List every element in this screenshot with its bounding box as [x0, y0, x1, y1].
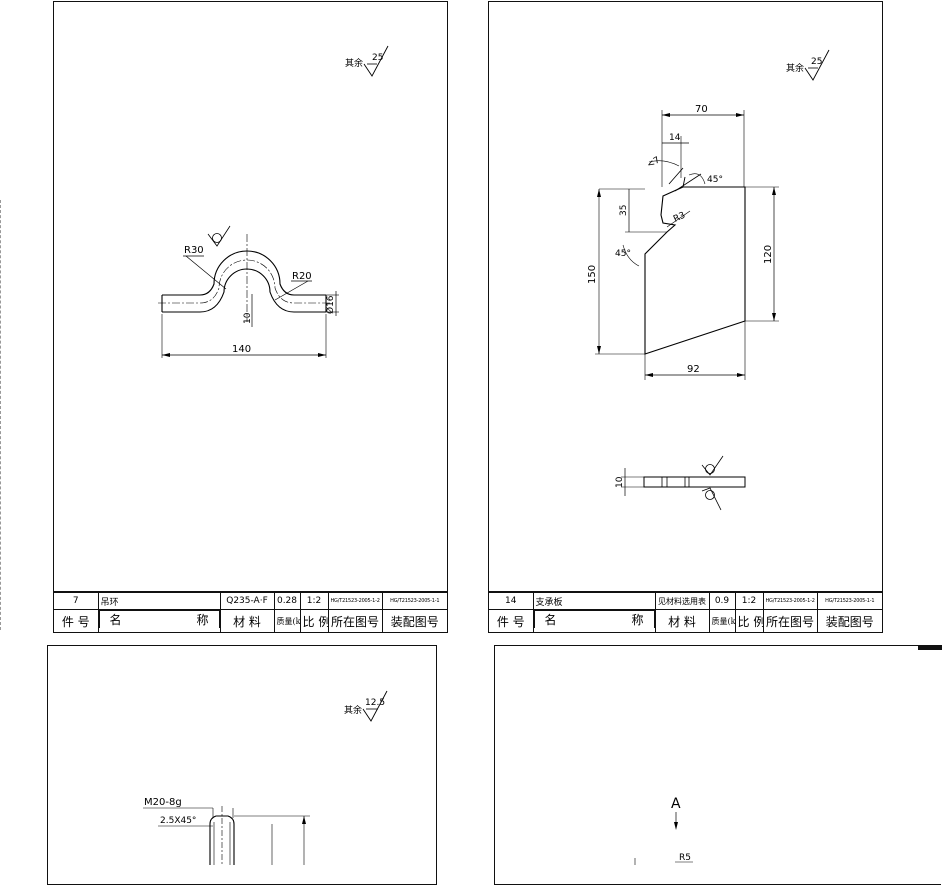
dim-t10: 10 [615, 476, 625, 488]
title-block: 7 吊环 Q235-A·F 0.28 1:2 HG/T21523-2005-1-… [54, 591, 447, 632]
part-assembly-no: HG/T21523-2005-1-1 [381, 592, 447, 610]
hdr-name-2: 称 [631, 613, 644, 627]
roughness-note: 其余 [786, 61, 804, 74]
detail-drawing: A R5 [634, 796, 693, 865]
part-material: Q235-A·F [219, 592, 275, 610]
hdr-scale: 比 例 [734, 609, 764, 632]
dim-w140: 140 [232, 344, 251, 355]
dim-h35: 35 [619, 205, 629, 216]
dim-h10: 10 [243, 312, 253, 324]
roughness-value: 25 [372, 53, 383, 63]
part-assembly-no: HG/T21523-2005-1-1 [816, 592, 882, 610]
hdr-material: 材 料 [654, 609, 710, 632]
hdr-name: 名称 [98, 610, 220, 628]
part-material: 见材料选用表 [654, 592, 710, 610]
part-no: 7 [54, 592, 99, 610]
hdr-mass: 质量(kg) [708, 609, 736, 632]
dim-a7: <7 [646, 155, 663, 170]
part-drawing-no: HG/T21523-2005-1-2 [762, 592, 818, 610]
roughness-label: 其余 [786, 64, 805, 74]
dim-d16: Ø16 [325, 295, 336, 314]
bolt-drawing: 12.5 M20-8g 2.5X45° [143, 690, 388, 865]
dim-r3: R3 [672, 211, 687, 225]
hdr-name-1: 名 [544, 613, 557, 627]
hdr-name-2: 称 [196, 613, 209, 627]
hdr-name-1: 名 [109, 613, 122, 627]
dim-w70: 70 [695, 104, 708, 115]
dim-a45-top: 45° [707, 175, 723, 185]
drawing-sheet-support-plate: 其余 25 70 14 <7 45° R3 35 [488, 1, 883, 633]
hdr-drawing-no: 所在图号 [327, 609, 383, 632]
part-drawing-no: HG/T21523-2005-1-2 [327, 592, 383, 610]
hdr-assembly-no: 装配图号 [381, 609, 447, 632]
dim-r30: R30 [184, 245, 204, 256]
scan-edge [0, 200, 3, 630]
drawing-sheet-bolt: 其余 12.5 M20-8g 2.5X45° [47, 645, 437, 885]
roughness-value: 25 [811, 57, 822, 67]
dim-a45-left: 45° [615, 249, 631, 259]
hdr-mass: 质量(kg) [273, 609, 301, 632]
view-label: A [671, 796, 681, 812]
dim-w92: 92 [687, 364, 700, 375]
roughness-value: 12.5 [365, 698, 385, 708]
dim-r20: R20 [292, 271, 312, 282]
hdr-scale: 比 例 [299, 609, 329, 632]
scan-mark [918, 645, 942, 650]
hdr-assembly-no: 装配图号 [816, 609, 882, 632]
support-plate-drawing: 25 70 14 <7 45° R3 35 45° [587, 49, 830, 511]
dim-h150: 150 [587, 265, 598, 284]
part-name: 吊环 [97, 592, 221, 610]
title-block: 14 支承板 见材料选用表 0.9 1:2 HG/T21523-2005-1-2… [489, 591, 882, 632]
roughness-label: 其余 [345, 59, 364, 69]
dim-w14: 14 [669, 133, 681, 143]
dim-h120: 120 [763, 245, 774, 264]
part-no: 14 [489, 592, 534, 610]
part-scale: 1:2 [299, 592, 329, 610]
part-name: 支承板 [532, 592, 656, 610]
hdr-material: 材 料 [219, 609, 275, 632]
dim-thread: M20-8g [144, 797, 182, 808]
part-mass: 0.28 [273, 592, 301, 610]
part-scale: 1:2 [734, 592, 764, 610]
lifting-ring-drawing: 25 R30 R20 Ø16 10 140 [158, 45, 389, 358]
roughness-label: 其余 [344, 706, 363, 716]
roughness-note: 其余 [344, 703, 362, 716]
hdr-part-no: 件 号 [489, 609, 534, 632]
drawing-sheet-lifting-ring: 其余 25 R30 R20 Ø16 10 [53, 1, 448, 633]
dim-chamfer: 2.5X45° [160, 816, 196, 826]
hdr-name: 名称 [533, 610, 655, 628]
roughness-note: 其余 [345, 56, 363, 69]
hdr-part-no: 件 号 [54, 609, 99, 632]
hdr-drawing-no: 所在图号 [762, 609, 818, 632]
part-mass: 0.9 [708, 592, 736, 610]
dim-r5: R5 [679, 853, 691, 863]
drawing-sheet-detail: A R5 [494, 645, 941, 885]
